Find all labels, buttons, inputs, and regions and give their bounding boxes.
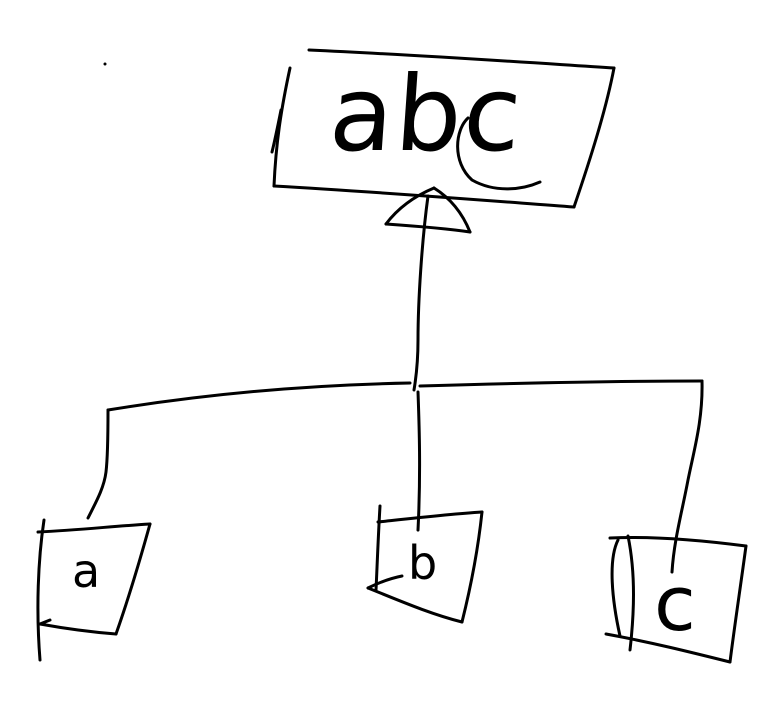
trunk-line [412, 194, 430, 392]
child-box-c [604, 534, 748, 664]
stray-dot [103, 62, 107, 66]
drop-line-a [86, 408, 110, 520]
child-label-b: b [408, 536, 438, 590]
branch-left [106, 381, 412, 412]
inheritance-arrowhead [384, 186, 472, 234]
child-box-b [366, 504, 484, 624]
drop-line-c [670, 379, 704, 574]
parent-label: abc [325, 53, 528, 175]
child-label-c: c [654, 559, 696, 648]
child-box-a [36, 518, 152, 662]
branch-right [418, 379, 704, 388]
child-label-a: a [72, 544, 101, 598]
drop-line-b [416, 390, 422, 532]
